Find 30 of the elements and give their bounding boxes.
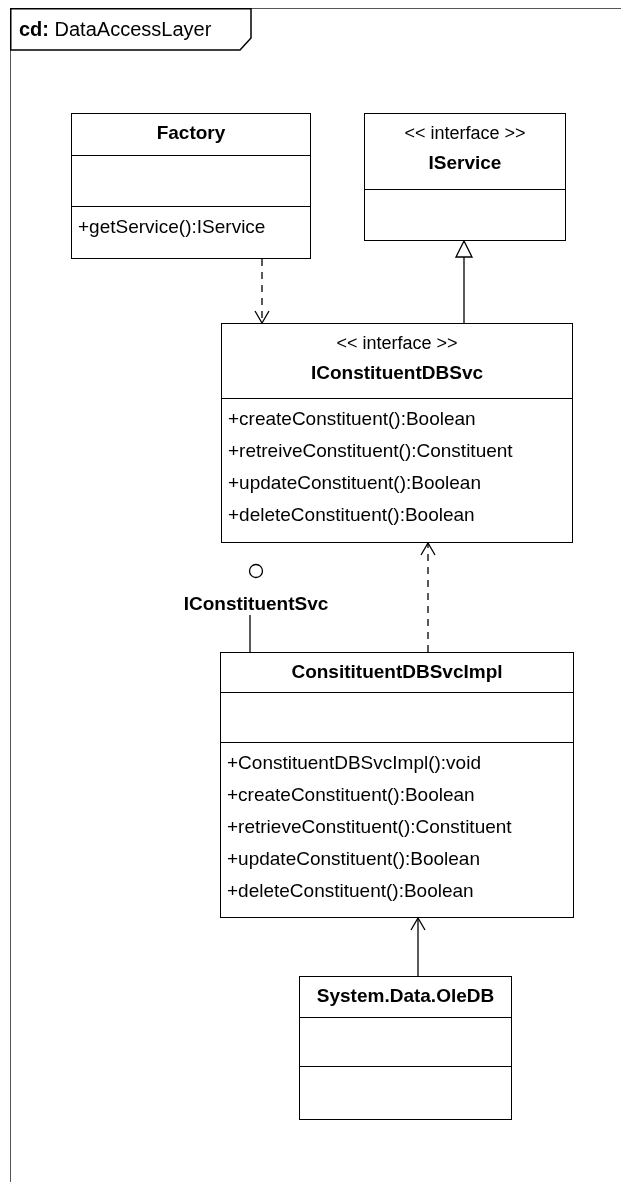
operation-text: +deleteConstituent():Boolean [228, 503, 476, 527]
interface-box [364, 113, 566, 241]
operation-text: +createConstituent():Boolean [228, 407, 477, 431]
operation-text: +retrieveConstituent():Constituent [227, 815, 513, 839]
operation-text: +updateConstituent():Boolean [228, 471, 482, 495]
operation-text: +retreiveConstituent():Constituent [228, 439, 514, 463]
class-box [299, 976, 512, 1120]
class-box [220, 652, 574, 918]
class-box [71, 113, 311, 259]
class-name: IConstituentDBSvc [309, 362, 485, 384]
dependency-arrow [254, 258, 270, 324]
operation-text: +getService():IService [78, 215, 267, 239]
class-name: System.Data.OleDB [315, 985, 496, 1007]
operation-text: +ConstituentDBSvcImpl():void [227, 751, 482, 775]
operation-text: +deleteConstituent():Boolean [227, 879, 475, 903]
operation-text: +updateConstituent():Boolean [227, 847, 481, 871]
diagram-frame [10, 8, 621, 1182]
class-name: IService [427, 152, 503, 174]
class-name: Factory [155, 122, 227, 144]
frame-title: cd: DataAccessLayer [19, 18, 212, 41]
association-arrow [410, 917, 426, 977]
interface-name: IConstituentSvc [182, 593, 330, 615]
class-name: ConsitituentDBSvcImpl [290, 661, 504, 683]
interface-box [221, 323, 573, 543]
stereotype-label: << interface >> [403, 122, 527, 144]
operation-text: +createConstituent():Boolean [227, 783, 476, 807]
generalization-arrow [455, 240, 473, 324]
connector-line [249, 614, 251, 653]
dependency-arrow [420, 542, 436, 653]
stereotype-label: << interface >> [335, 332, 459, 354]
